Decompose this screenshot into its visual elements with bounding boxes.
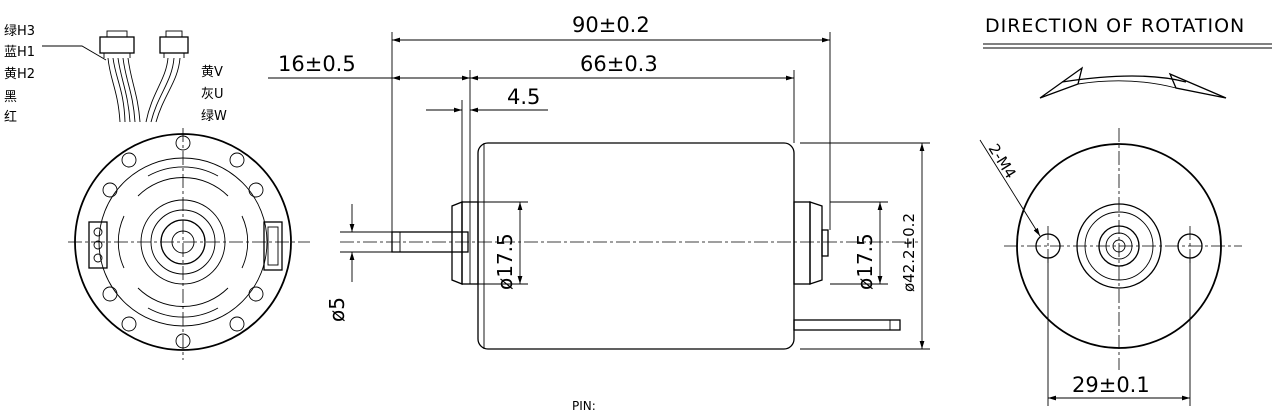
- dimension-labels: 90±0.2 66±0.3 16±0.5 4.5 ø17.5 ø17.5 ø42…: [278, 13, 918, 322]
- body-diameter-label: ø42.2±0.2: [900, 213, 918, 292]
- wire-label: 黄V: [201, 65, 223, 80]
- wire-label: 红: [4, 109, 17, 125]
- body-length-label: 66±0.3: [580, 52, 658, 76]
- rear-boss-diameter-label: ø17.5: [853, 233, 877, 290]
- wire-labels-left: 绿H3 蓝H1 黄H2 黑 红: [4, 24, 35, 125]
- shaft-diameter-label: ø5: [325, 297, 349, 322]
- mount-holes-label: 2-M4: [985, 141, 1020, 182]
- wire-labels-right: 黄V 灰U 绿W: [201, 65, 227, 124]
- wire-harness: [42, 30, 189, 123]
- rear-end-view: [68, 128, 310, 360]
- pin-label: PIN:: [572, 399, 596, 413]
- side-view: [268, 32, 930, 350]
- front-end-view: [979, 128, 1242, 406]
- wire-label: 绿W: [201, 109, 227, 124]
- wire-label: 蓝H1: [4, 45, 35, 60]
- rotation-arrow: [1039, 66, 1227, 99]
- wire-label: 绿H3: [4, 24, 35, 39]
- boss-length-label: 4.5: [507, 85, 540, 109]
- wire-label: 黄H2: [4, 67, 35, 82]
- hole-spacing-label: 29±0.1: [1072, 373, 1150, 397]
- front-boss-diameter-label: ø17.5: [493, 233, 517, 290]
- rotation-title: DIRECTION OF ROTATION: [985, 15, 1245, 37]
- shaft-length-label: 16±0.5: [278, 52, 356, 76]
- overall-length-label: 90±0.2: [572, 13, 650, 37]
- wire-label: 灰U: [201, 87, 224, 102]
- wire-label: 黑: [4, 90, 17, 105]
